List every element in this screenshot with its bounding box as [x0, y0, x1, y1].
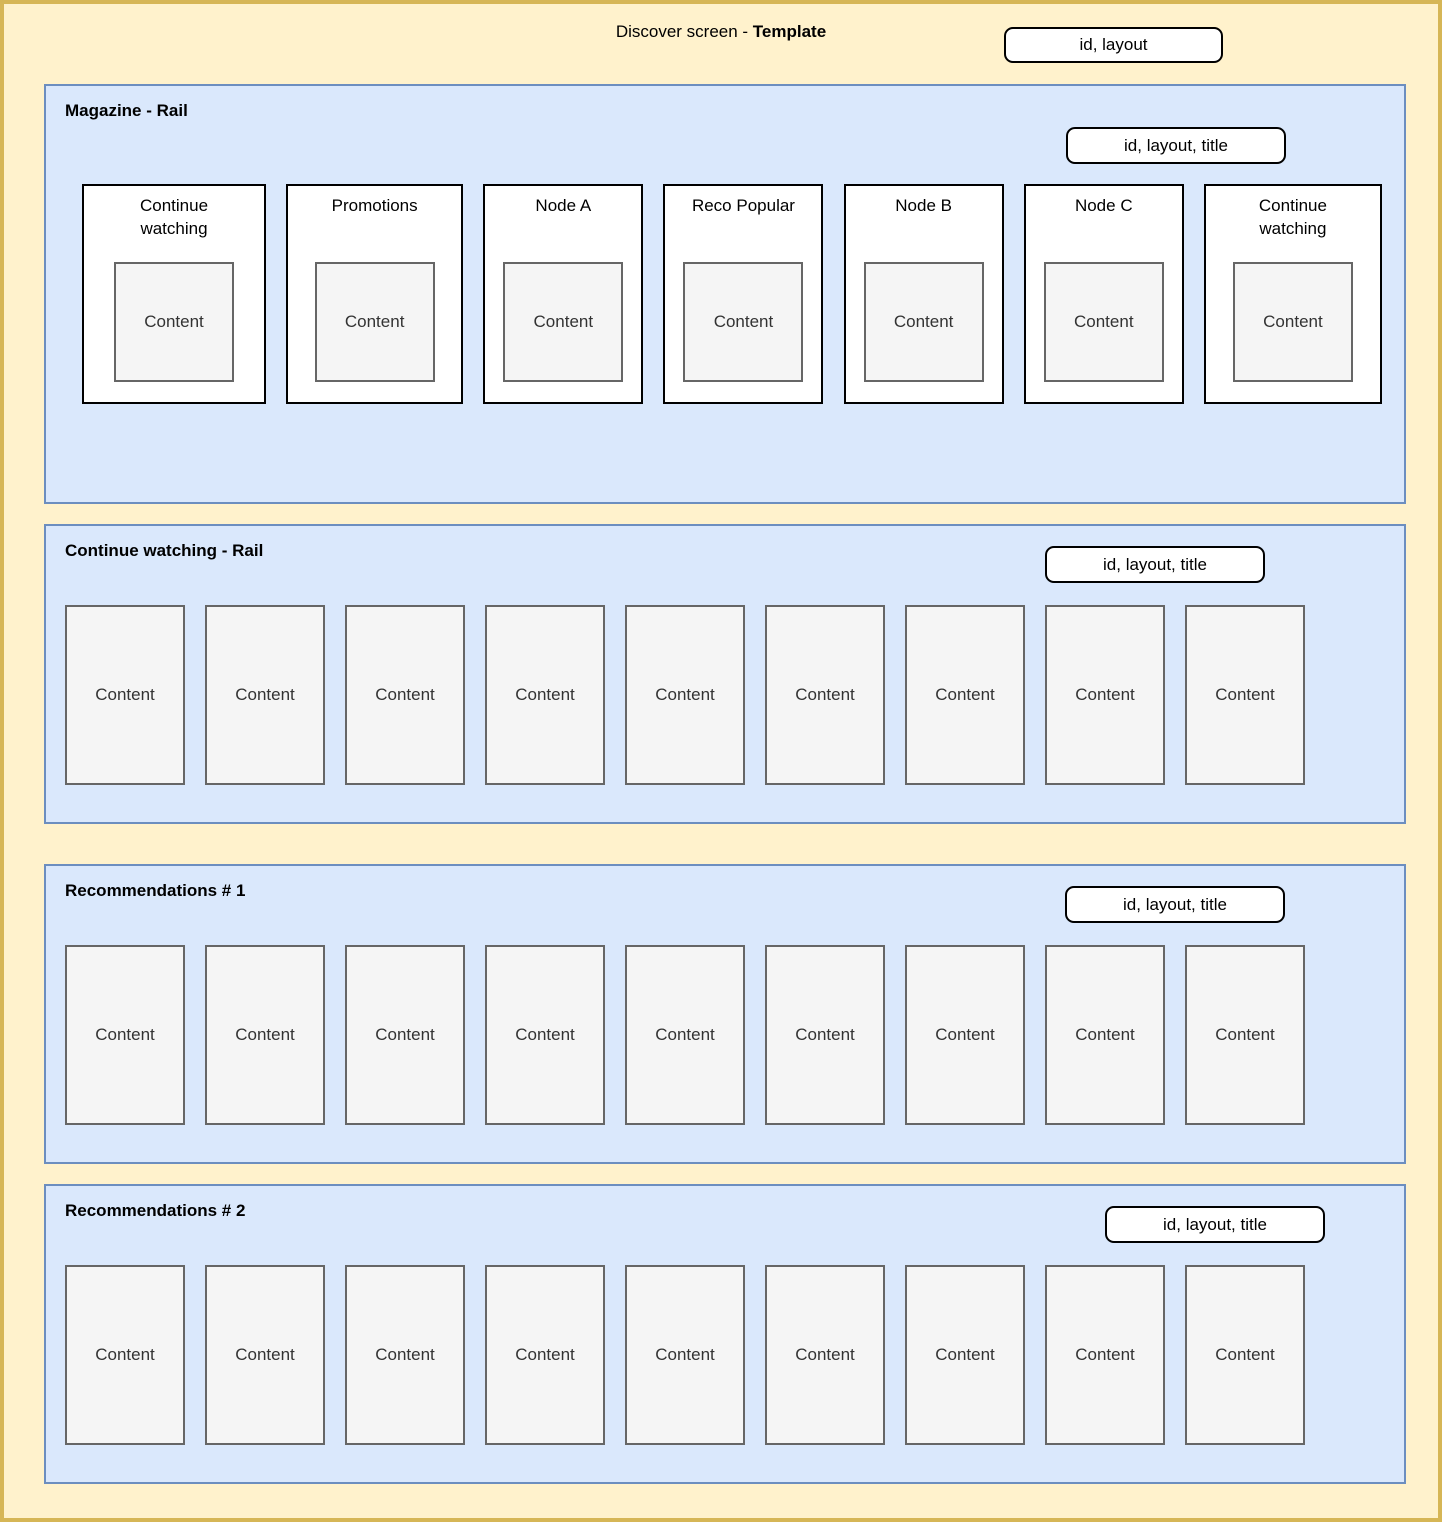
content-placeholder: Content: [765, 605, 885, 785]
content-placeholder: Content: [765, 945, 885, 1125]
content-placeholder: Content: [485, 1265, 605, 1445]
content-placeholder: Content: [345, 1265, 465, 1445]
content-placeholder: Content: [503, 262, 624, 382]
card-title: Node B: [895, 196, 952, 215]
content-placeholder: Content: [1232, 262, 1353, 382]
content-placeholder: Content: [65, 1265, 185, 1445]
content-placeholder: Content: [345, 605, 465, 785]
magazine-card-continue-watching: Continue watching Content: [82, 184, 266, 404]
content-placeholder: Content: [1185, 1265, 1305, 1445]
content-placeholder: Content: [625, 1265, 745, 1445]
content-placeholder: Content: [625, 605, 745, 785]
content-placeholder: Content: [205, 605, 325, 785]
content-box-row: Content Content Content Content Content …: [65, 1265, 1305, 1445]
card-title: Promotions: [331, 196, 418, 215]
card-title: Node A: [535, 196, 592, 215]
content-placeholder: Content: [1185, 605, 1305, 785]
content-placeholder: Content: [1045, 1265, 1165, 1445]
id-layout-pill: id, layout: [1004, 27, 1223, 63]
content-placeholder: Content: [765, 1265, 885, 1445]
rail-title: Magazine - Rail: [65, 101, 188, 120]
card-title: Node C: [1074, 196, 1133, 215]
content-placeholder: Content: [485, 605, 605, 785]
card-title: Reco Popular: [691, 196, 795, 215]
id-layout-title-pill: id, layout, title: [1066, 127, 1286, 164]
rail-recommendations-2: Recommendations # 2 id, layout, title Co…: [44, 1184, 1406, 1484]
rail-continue-watching: Continue watching - Rail id, layout, tit…: [44, 524, 1406, 824]
content-placeholder: Content: [345, 945, 465, 1125]
magazine-card-row: Continue watching Content Promotions Con…: [82, 184, 1382, 404]
content-placeholder: Content: [65, 605, 185, 785]
rail-magazine: Magazine - Rail id, layout, title Contin…: [44, 84, 1406, 504]
content-placeholder: Content: [114, 262, 234, 382]
diagram-title-emphasis: Template: [752, 22, 827, 41]
content-placeholder: Content: [905, 1265, 1025, 1445]
magazine-card-node-c: Node C Content: [1023, 184, 1184, 404]
magazine-card-promotions: Promotions Content: [286, 184, 464, 404]
id-layout-title-pill: id, layout, title: [1065, 886, 1285, 923]
magazine-card-reco-popular: Reco Popular Content: [663, 184, 824, 404]
content-placeholder: Content: [625, 945, 745, 1125]
content-box-row: Content Content Content Content Content …: [65, 945, 1305, 1125]
magazine-card-continue-watching-2: Continue watching Content: [1203, 184, 1382, 404]
content-box-row: Content Content Content Content Content …: [65, 605, 1305, 785]
content-placeholder: Content: [314, 262, 435, 382]
content-placeholder: Content: [1043, 262, 1164, 382]
content-placeholder: Content: [1185, 945, 1305, 1125]
content-placeholder: Content: [905, 945, 1025, 1125]
rail-title: Recommendations # 1: [65, 881, 246, 900]
card-title: Continue watching: [139, 196, 209, 238]
content-placeholder: Content: [905, 605, 1025, 785]
content-placeholder: Content: [1045, 945, 1165, 1125]
magazine-card-node-a: Node A Content: [483, 184, 644, 404]
content-placeholder: Content: [1045, 605, 1165, 785]
content-placeholder: Content: [205, 945, 325, 1125]
rail-title: Recommendations # 2: [65, 1201, 246, 1220]
magazine-card-node-b: Node B Content: [843, 184, 1004, 404]
content-placeholder: Content: [863, 262, 984, 382]
id-layout-title-pill: id, layout, title: [1105, 1206, 1325, 1243]
content-placeholder: Content: [683, 262, 804, 382]
content-placeholder: Content: [485, 945, 605, 1125]
content-placeholder: Content: [65, 945, 185, 1125]
rail-title: Continue watching - Rail: [65, 541, 264, 560]
diagram-title: Discover screen - Template: [4, 22, 1438, 42]
content-placeholder: Content: [205, 1265, 325, 1445]
diagram-title-prefix: Discover screen -: [615, 22, 753, 41]
card-title: Continue watching: [1258, 196, 1327, 238]
id-layout-title-pill: id, layout, title: [1045, 546, 1265, 583]
rail-recommendations-1: Recommendations # 1 id, layout, title Co…: [44, 864, 1406, 1164]
